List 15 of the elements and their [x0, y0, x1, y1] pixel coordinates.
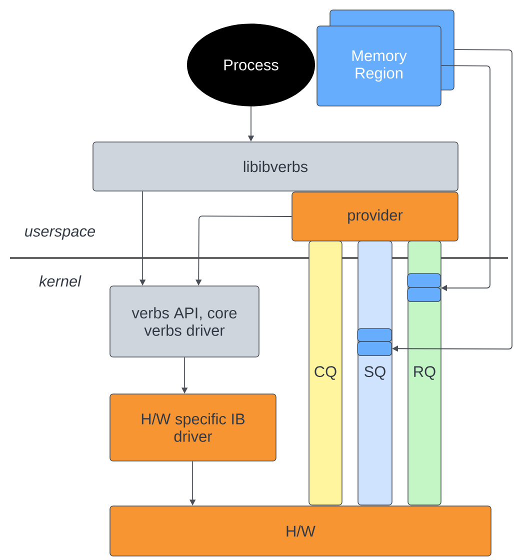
queue-bar: CQ — [308, 240, 342, 506]
memory-region-box: Memory Region — [316, 26, 442, 106]
driver-box: H/W specific IB driver — [110, 394, 276, 462]
driver-box: verbs API, core verbs driver — [110, 286, 260, 358]
queue-entry — [407, 287, 441, 302]
library-box: libibverbs — [92, 142, 458, 192]
arrow — [440, 65, 490, 292]
layer-label: userspace — [25, 228, 96, 240]
queue-entry — [357, 328, 392, 342]
layer-label: kernel — [39, 275, 82, 287]
hardware-box: H/W — [110, 506, 492, 556]
queue-entry — [357, 341, 392, 356]
provider-box: provider — [292, 192, 458, 242]
queue-bar: SQ — [358, 240, 392, 506]
queue-entry — [407, 273, 441, 288]
